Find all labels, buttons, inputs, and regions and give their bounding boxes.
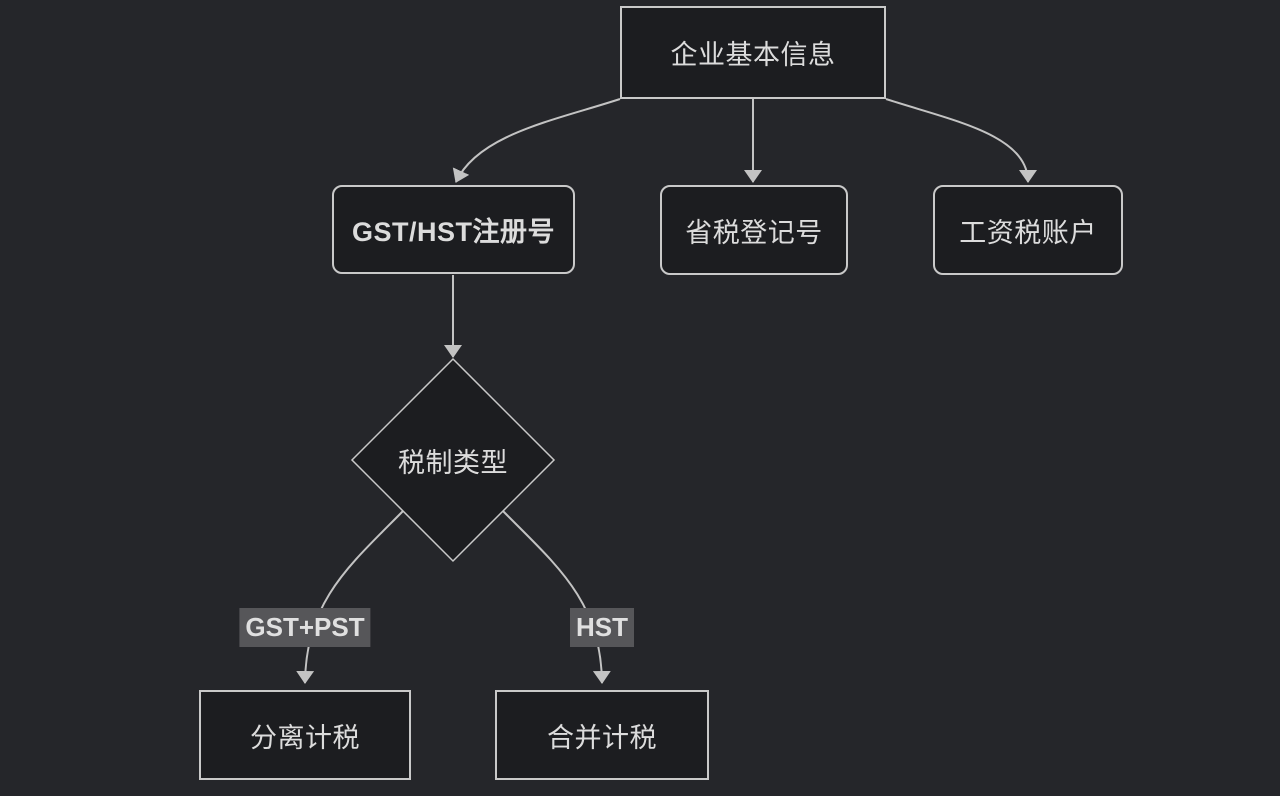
node-label: 工资税账户 [959,217,1097,248]
edge-basic-info-to-gst-hst [452,98,621,183]
node-tax-type-diamond [350,357,556,563]
node-provincial-tax-number: 省税登记号 [660,185,848,275]
edge-basic-info-to-payroll-tax [885,98,1037,183]
node-label: 合并计税 [547,722,657,753]
node-basic-info: 企业基本信息 [620,6,886,99]
edge-label-gst-pst: GST+PST [239,608,371,647]
node-label: 分离计税 [250,722,360,753]
node-combined-taxation: 合并计税 [495,690,709,780]
edge-tax-type-to-combined [500,508,611,684]
edge-tax-type-to-separate [296,508,406,684]
edge-label-hst: HST [570,608,634,647]
node-label: 税制类型 [398,447,508,478]
node-label: 企业基本信息 [670,40,836,70]
node-tax-type-label: 税制类型 [353,440,553,480]
node-label: GST/HST注册号 [351,217,555,247]
node-gst-hst-number: GST/HST注册号 [332,185,575,274]
node-label: 省税登记号 [685,217,823,248]
node-separate-taxation: 分离计税 [199,690,411,780]
node-payroll-tax-account: 工资税账户 [933,185,1123,275]
